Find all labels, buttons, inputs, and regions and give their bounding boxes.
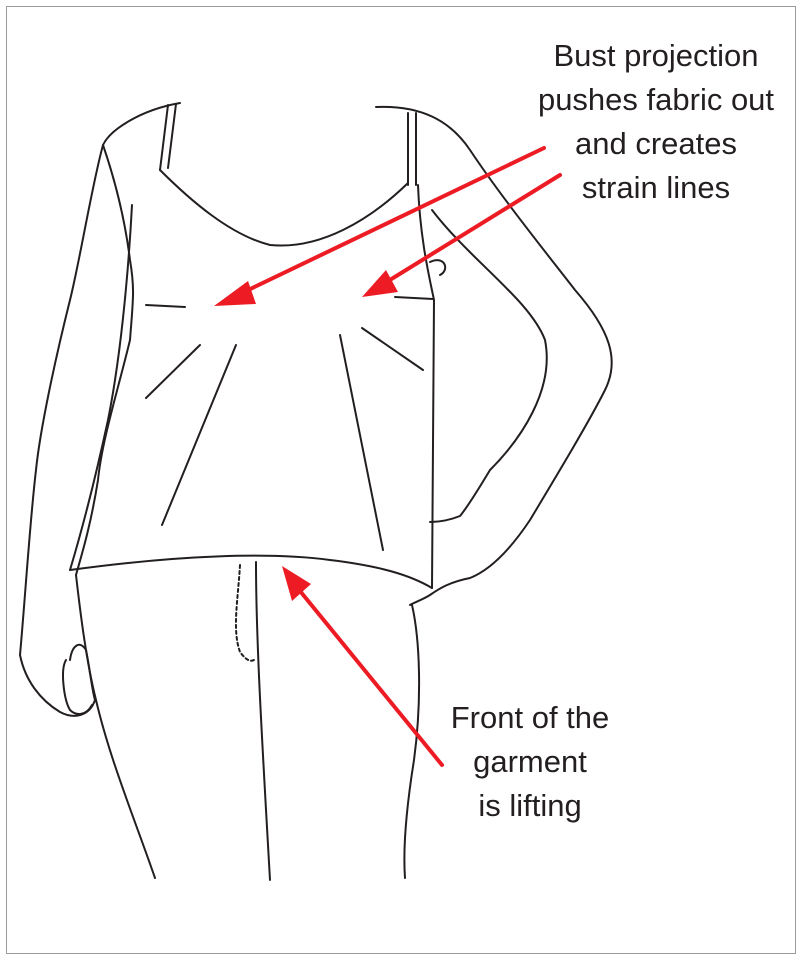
left-leg-outline bbox=[75, 574, 156, 879]
front-arrow-head bbox=[282, 566, 311, 601]
center-seam bbox=[255, 561, 271, 881]
camisole-right-side bbox=[417, 184, 435, 589]
right-inner-arm bbox=[429, 259, 447, 276]
right-leg-outline bbox=[403, 604, 421, 879]
strain-line-2 bbox=[394, 296, 434, 300]
annotation-line: garment bbox=[473, 744, 587, 779]
annotation-line: strain lines bbox=[581, 170, 731, 205]
strain-line-6 bbox=[361, 327, 424, 371]
bust-arrow-right-head bbox=[362, 270, 398, 297]
camisole-hem bbox=[69, 554, 433, 589]
left-hand-detail bbox=[62, 659, 93, 715]
strain-line-4 bbox=[161, 344, 237, 526]
strain-line-3 bbox=[145, 344, 201, 399]
strain-line-1 bbox=[145, 304, 186, 308]
left-inner-arm bbox=[75, 144, 135, 576]
bust-projection-annotation: Bust projection pushes fabric out and cr… bbox=[520, 34, 792, 210]
annotation-line: Front of the bbox=[450, 700, 610, 735]
left-strap-inner bbox=[167, 103, 177, 169]
right-arm-outline bbox=[375, 105, 613, 606]
right-arm-inner-curve bbox=[429, 209, 548, 523]
bust-arrow-left-head bbox=[214, 281, 256, 306]
left-arm-outline bbox=[19, 102, 181, 717]
camisole-neckline bbox=[159, 169, 409, 247]
left-strap bbox=[159, 104, 169, 171]
bust-arrow-right-shaft bbox=[383, 173, 562, 285]
annotation-line: and creates bbox=[575, 126, 737, 161]
camisole-left-side bbox=[69, 204, 133, 571]
annotation-line: Bust projection bbox=[553, 38, 759, 73]
front-lifting-annotation: Front of the garment is lifting bbox=[415, 696, 645, 828]
front-arrow-shaft bbox=[298, 589, 444, 767]
annotation-line: is lifting bbox=[478, 788, 582, 823]
pocket-stitching bbox=[234, 564, 255, 662]
bust-arrow-left-shaft bbox=[242, 146, 546, 294]
strain-line-5 bbox=[339, 334, 384, 551]
figure-frame bbox=[6, 6, 796, 954]
annotation-line: pushes fabric out bbox=[537, 82, 775, 117]
